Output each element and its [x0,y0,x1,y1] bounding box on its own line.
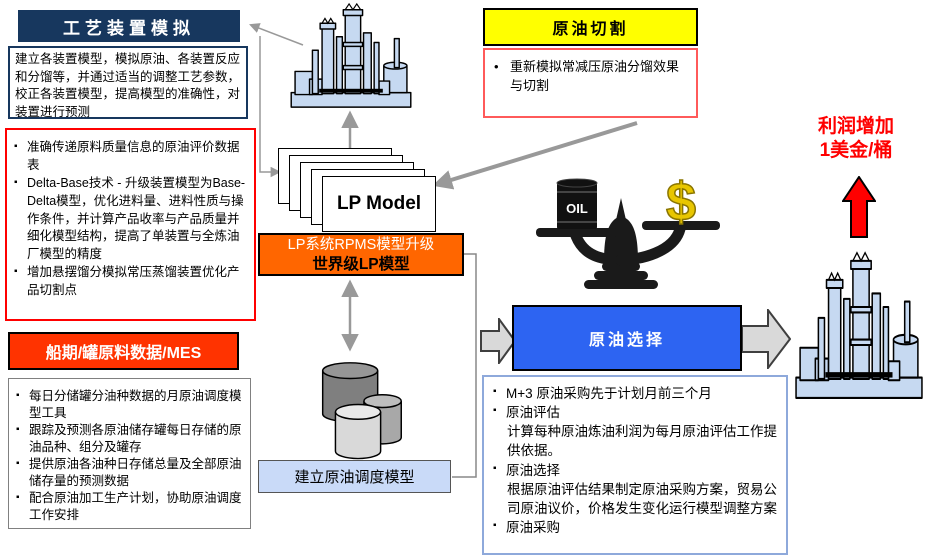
list-item: M+3 原油采购先于计划月前三个月 [493,384,780,403]
scheduling-model-label: 建立原油调度模型 [294,469,415,486]
bullet-text: 原油评估 [506,405,560,421]
bullet-text: Delta-Base技术 - 升级装置模型为Base-Delta模型，优化进料量… [27,175,246,262]
profit-line2: 1美金/桶 [819,139,893,161]
crude-selection-title-label: 原油选择 [588,332,665,349]
list-item: 每日分储罐分油种数据的月原油调度模型工具 [16,388,246,422]
oil-dollar-balance-icon: OIL $ [536,171,720,289]
list-item: 重新模拟常减压原油分馏效果与切割 [494,58,690,96]
oil-barrel-label: OIL [566,201,588,216]
lp-upgrade-line2: 世界级LP模型 [312,256,410,273]
flow-arrow-into-selection [480,318,516,364]
list-item: 配合原油加工生产计划，协助原油调度工作安排 [16,490,246,524]
shipping-data-box: 每日分储罐分油种数据的月原油调度模型工具 跟踪及预测各原油储存罐每日存储的原油品… [8,378,251,529]
scheduling-model-box: 建立原油调度模型 [258,460,451,493]
list-item: 提供原油各油种日存储总量及全部原油储存量的预测数据 [16,456,246,490]
process-simulation-description-text: 建立各装置模型，模拟原油、各装置反应和分馏等，并通过适当的调整工艺参数，校正各装… [15,52,241,119]
profit-increase-label: 利润增加 1美金/桶 [793,115,919,163]
list-item: 原油选择 根据原油评估结果制定原油采购方案，贸易公司原油议价，价格发生变化运行模… [493,461,780,518]
lp-model-front-page: LP Model [322,176,436,232]
profit-line1: 利润增加 [817,116,894,137]
bullet-text: 每日分储罐分油种数据的月原油调度模型工具 [29,389,242,420]
crude-selection-title: 原油选择 [512,305,742,371]
list-item: 增加悬摆馏分模拟常压蒸馏装置优化产品切割点 [14,264,250,300]
profit-up-arrow-icon [842,176,876,238]
process-simulation-description: 建立各装置模型，模拟原油、各装置反应和分馏等，并通过适当的调整工艺参数，校正各装… [8,46,248,119]
bullet-detail: 根据原油评估结果制定原油采购方案，贸易公司原油议价，价格发生变化运行模型调整方案 [507,481,777,516]
list-item: 跟踪及预测各原油储存罐每日存储的原油品种、组分及罐存 [16,422,246,456]
connector-process-sim-to-lp-model [259,36,282,178]
refinery-icon [795,251,923,399]
crude-cutting-title-label: 原油切割 [552,21,629,38]
dollar-sign-icon: $ [666,172,696,232]
oil-barrel-icon [557,183,597,229]
lp-upgrade-line1: LP系统RPMS模型升级 [287,237,435,253]
lp-model-label: LP Model [336,193,422,214]
connector-lp-upgrade-scheduling-to-selection [452,253,477,478]
list-item: 原油采购 [493,518,780,537]
bullet-text: 提供原油各油种日存储总量及全部原油储存量的预测数据 [29,457,242,488]
refinery-icon [290,2,412,108]
bullet-text: 重新模拟常减压原油分馏效果与切割 [510,59,680,93]
shipping-data-title-label: 船期/罐原料数据/MES [45,345,202,362]
bullet-text: 原油采购 [506,520,560,536]
database-cylinders-icon [321,362,402,460]
list-item: Delta-Base技术 - 升级装置模型为Base-Delta模型，优化进料量… [14,175,250,264]
bullet-text: 准确传递原料质量信息的原油评价数据表 [27,140,240,172]
crude-selection-detail-box: M+3 原油采购先于计划月前三个月 原油评估 计算每种原油炼油利润为每月原油评估… [482,375,788,555]
process-simulation-title: 工艺装置模拟 [18,10,240,42]
bullet-text: 原油选择 [506,462,560,478]
process-simulation-title-label: 工艺装置模拟 [63,18,195,38]
shipping-data-title: 船期/罐原料数据/MES [8,332,239,370]
bullet-text: 配合原油加工生产计划，协助原油调度工作安排 [29,491,242,522]
lp-upgrade-box: LP系统RPMS模型升级 世界级LP模型 [258,233,464,276]
list-item: 准确传递原料质量信息的原油评价数据表 [14,139,250,175]
crude-cutting-title: 原油切割 [483,8,698,46]
list-item: 原油评估 计算每种原油炼油利润为每月原油评估工作提供依据。 [493,403,780,460]
bullet-detail: 计算每种原油炼油利润为每月原油评估工作提供依据。 [507,424,777,459]
bullet-text: M+3 原油采购先于计划月前三个月 [506,386,712,401]
flow-arrow-to-refinery [741,309,791,369]
crude-cutting-box: 重新模拟常减压原油分馏效果与切割 [483,48,698,118]
bullet-text: 跟踪及预测各原油储存罐每日存储的原油品种、组分及罐存 [29,423,242,454]
model-features-box: 准确传递原料质量信息的原油评价数据表 Delta-Base技术 - 升级装置模型… [5,128,256,321]
bullet-text: 增加悬摆馏分模拟常压蒸馏装置优化产品切割点 [27,265,240,297]
